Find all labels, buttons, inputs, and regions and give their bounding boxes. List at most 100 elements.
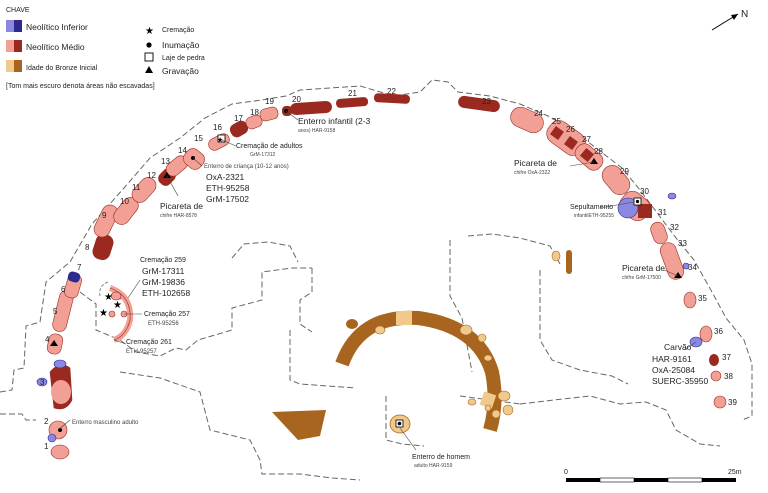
annotation-crem261-sub: ETH-95257 bbox=[126, 349, 157, 355]
scale-end-label: 25m bbox=[728, 469, 742, 476]
pit-18 bbox=[259, 106, 279, 122]
bronze-pit bbox=[502, 404, 514, 416]
annotation-cremacao-adultos: Cremação de adultos bbox=[236, 143, 303, 150]
annotation-sepultamento: Sepultamento bbox=[570, 204, 613, 211]
pit-number: 31 bbox=[658, 208, 667, 217]
pit-number: 22 bbox=[387, 87, 396, 96]
pit-number: 4 bbox=[45, 335, 50, 344]
pit-31 bbox=[638, 204, 652, 218]
legend-symbol-gravacao: Gravação bbox=[162, 66, 199, 76]
inner-pit bbox=[110, 291, 122, 301]
pit-9 bbox=[93, 204, 119, 238]
annotation-crem257-sub: ETH-95256 bbox=[148, 321, 179, 327]
bronze-pit bbox=[374, 325, 386, 335]
legend-symbol-inumacao: Inumação bbox=[162, 40, 200, 50]
engraving-triangle bbox=[163, 172, 171, 178]
pit-25-dark-a bbox=[550, 126, 564, 140]
bronze-pit bbox=[497, 390, 511, 402]
pit-number: 10 bbox=[120, 197, 129, 206]
annotation-picareta-33-sub: chifre GrM-17500 bbox=[622, 275, 661, 281]
pit-number: 5 bbox=[53, 307, 58, 316]
bronze-pit bbox=[483, 354, 493, 362]
annotation-enterro-homem: Enterro de homem bbox=[412, 454, 470, 461]
pit-number: 18 bbox=[250, 108, 259, 117]
pit-38 bbox=[710, 370, 722, 382]
inner-pit bbox=[108, 310, 116, 318]
cremation-star: ★ bbox=[99, 308, 108, 319]
legend-label-bronze: Idade do Bronze Inicial bbox=[26, 65, 98, 72]
pit-number: 37 bbox=[722, 353, 731, 362]
pit-number: 38 bbox=[724, 372, 733, 381]
pit-23 bbox=[458, 95, 500, 113]
pit-number: 11 bbox=[132, 183, 141, 192]
pit-25-dark-b bbox=[564, 136, 578, 150]
pit-number: 24 bbox=[534, 109, 543, 118]
pit-number: 33 bbox=[678, 239, 687, 248]
pit-number: 21 bbox=[348, 89, 357, 98]
north-label: N bbox=[741, 9, 748, 20]
pit-20 bbox=[290, 100, 332, 116]
annotation-enterro-crianca: Enterro de criança (10-12 anos) bbox=[204, 164, 289, 170]
pit-number: 7 bbox=[77, 263, 82, 272]
dot-icon bbox=[146, 42, 152, 48]
annotation-crem259-c1: GrM-17311 bbox=[142, 266, 185, 276]
pit-21 bbox=[336, 97, 369, 108]
pit-35 bbox=[683, 291, 697, 309]
engraving-triangle bbox=[674, 272, 682, 278]
annotation-carvao-c3: SUERC-35950 bbox=[652, 376, 708, 386]
annotation-cremacao-adultos-sub: GrM-17312 bbox=[250, 152, 276, 158]
bronze-pit bbox=[484, 404, 492, 412]
annotation-carvao-c2: OxA-25084 bbox=[652, 365, 695, 375]
pit-number: 1 bbox=[44, 442, 49, 451]
annotation-crem259-c2: GrM-19836 bbox=[142, 277, 185, 287]
legend-swatch-bronze bbox=[6, 60, 22, 72]
pit-22 bbox=[373, 93, 410, 104]
pit-16 bbox=[229, 120, 249, 138]
annotation-enterro-crianca-c2: ETH-95258 bbox=[206, 183, 250, 193]
engraving-triangle bbox=[50, 340, 58, 346]
bronze-age-ring-ditch bbox=[335, 310, 502, 432]
annotation-enterro-infantil: Enterro infantil (2-3 bbox=[298, 116, 371, 126]
bronze-pit bbox=[491, 409, 501, 419]
annotation-enterro-infantil-sub: anos) HAR-9158 bbox=[298, 128, 335, 134]
pit-32 bbox=[650, 221, 668, 245]
star-icon: ★ bbox=[145, 26, 154, 37]
annotation-crem261: Cremação 261 bbox=[126, 339, 172, 346]
pit-number: 28 bbox=[594, 147, 603, 156]
annotation-sepultamento-sub: infantilETH-95255 bbox=[574, 213, 614, 219]
annotation-carvao-c1: HAR-9161 bbox=[652, 354, 692, 364]
bronze-feature bbox=[272, 410, 326, 440]
legend-swatch-neolitico-medio bbox=[6, 40, 22, 52]
pit-29 bbox=[601, 165, 631, 195]
bronze-age-ring-ditch-light bbox=[479, 391, 497, 409]
bronze-pit bbox=[459, 324, 473, 336]
triangle-icon bbox=[145, 66, 153, 73]
annotation-picareta-25-sub: chifre OxA-2322 bbox=[514, 170, 550, 176]
pit-features-east bbox=[115, 95, 727, 409]
pit-37 bbox=[709, 354, 719, 366]
pit-2b bbox=[47, 433, 57, 443]
bronze-age-features bbox=[272, 250, 572, 440]
pit-number: 3 bbox=[40, 378, 45, 387]
pit-number: 16 bbox=[213, 123, 222, 132]
pit-number: 15 bbox=[194, 134, 203, 143]
annotation-picareta-25: Picareta de bbox=[514, 158, 557, 168]
annotation-picareta-33: Picareta de bbox=[622, 263, 665, 273]
pit-number: 29 bbox=[620, 167, 629, 176]
pit-3-light bbox=[51, 380, 71, 404]
annotation-enterro-homem-sub: adulto HAR-9159 bbox=[414, 463, 453, 469]
pit-11 bbox=[131, 177, 157, 203]
burial-dot bbox=[397, 421, 402, 426]
pit-number: 12 bbox=[147, 171, 156, 180]
cremation-star: ★ bbox=[217, 136, 223, 144]
annotation-crem257: Cremação 257 bbox=[144, 311, 190, 318]
bronze-pit bbox=[477, 333, 487, 343]
feature-symbols: ★ bbox=[50, 109, 682, 432]
annotation-picareta-west: Picareta de bbox=[160, 201, 203, 211]
pit-39 bbox=[713, 395, 727, 409]
pit-number: 32 bbox=[670, 223, 679, 232]
pit-3-blue-b bbox=[53, 359, 67, 369]
legend-note: [Tom mais escuro denota áreas não escava… bbox=[6, 83, 155, 90]
legend-symbol-cremacao: Cremação bbox=[162, 27, 194, 34]
